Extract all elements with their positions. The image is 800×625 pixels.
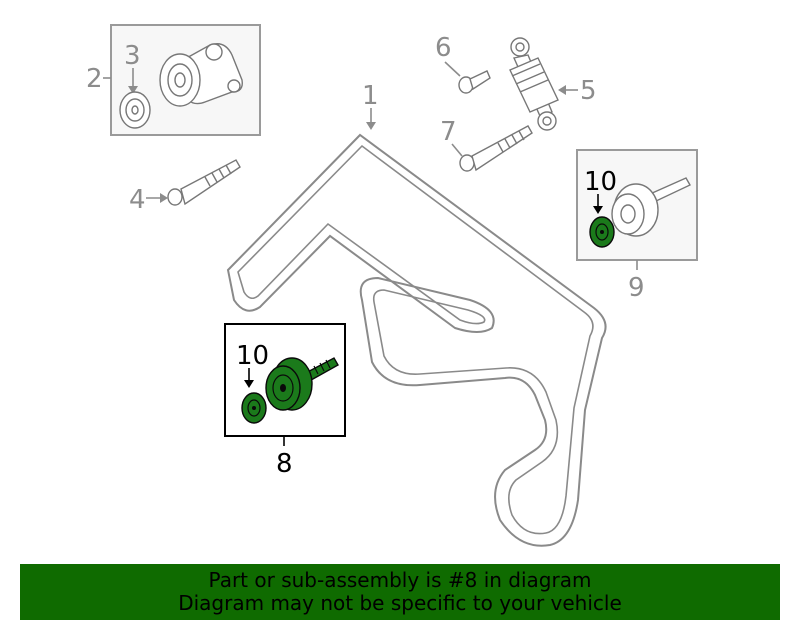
callout-3-arrowhead <box>128 86 138 94</box>
banner-line-1: Part or sub-assembly is #8 in diagram <box>208 568 592 592</box>
callout-10-upper-arrowhead <box>593 206 603 214</box>
callout-6: 6 <box>435 33 452 63</box>
tensioner-damper-part-5 <box>509 37 559 131</box>
dust-cap-part-10-lower <box>241 392 267 424</box>
info-banner: Part or sub-assembly is #8 in diagram Di… <box>20 564 780 620</box>
callout-3: 3 <box>124 41 141 71</box>
bolt-part-4 <box>167 159 241 206</box>
callout-1: 1 <box>362 81 379 111</box>
idler-pulley-part-9 <box>611 177 691 237</box>
callout-4: 4 <box>129 185 146 215</box>
callout-9: 9 <box>628 273 645 303</box>
tensioner-pulley-cover <box>119 91 151 129</box>
tensioner-body <box>159 43 243 107</box>
dust-cap-part-10-upper <box>589 216 615 248</box>
callout-2: 2 <box>86 64 103 94</box>
serpentine-belt <box>226 133 607 547</box>
callout-10-upper: 10 <box>584 167 617 197</box>
callout-8: 8 <box>276 449 293 479</box>
callout-10-lower: 10 <box>236 341 269 371</box>
callout-6-arrow <box>444 61 461 77</box>
callout-5: 5 <box>580 76 597 106</box>
bolt-part-6 <box>458 70 491 94</box>
bolt-part-7 <box>459 125 533 172</box>
banner-line-2: Diagram may not be specific to your vehi… <box>178 591 622 615</box>
callout-10-lower-arrowhead <box>244 380 254 388</box>
callout-4-arrowhead <box>160 193 168 203</box>
callout-7: 7 <box>440 117 457 147</box>
idler-pulley-part-8 <box>265 357 339 411</box>
callout-5-arrowhead <box>558 85 566 95</box>
callout-7-arrow <box>451 143 463 157</box>
callout-1-arrowhead <box>366 122 376 130</box>
